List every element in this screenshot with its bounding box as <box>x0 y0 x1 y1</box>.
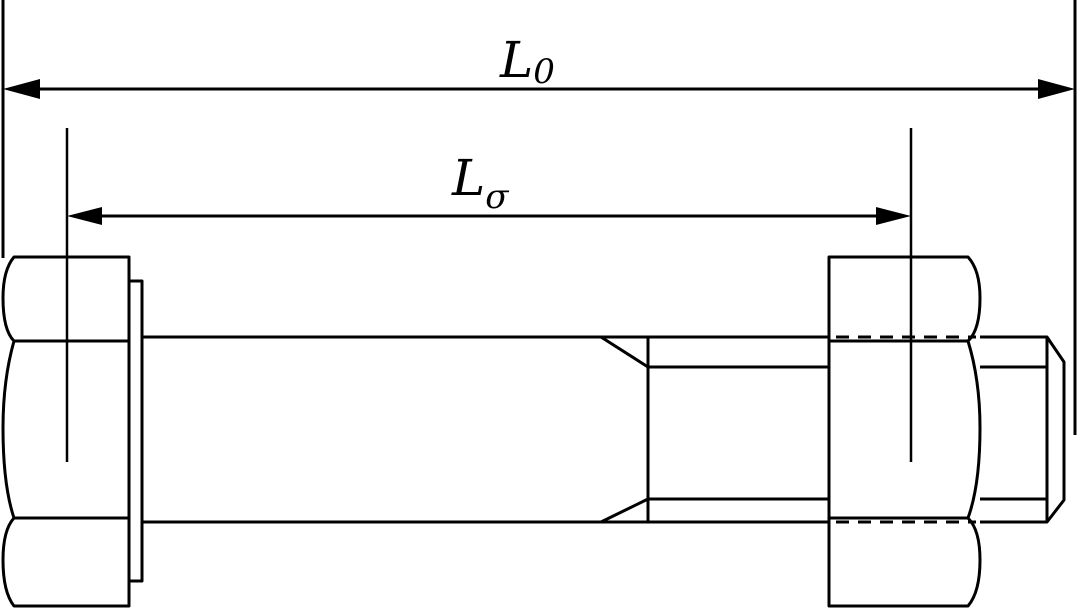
left-arrowhead-icon <box>3 79 40 99</box>
stress-length-dimension: Lσ <box>65 128 913 462</box>
stress-length-label: Lσ <box>451 149 509 217</box>
thread-runout-upper <box>600 335 649 369</box>
right-arrowhead-icon <box>1038 79 1075 99</box>
overall-length-label: L0 <box>499 31 555 92</box>
bolt-end <box>980 335 1066 524</box>
thread-runout-lower <box>600 497 649 524</box>
nut-outline <box>827 255 982 608</box>
washer <box>127 279 144 583</box>
right-inner-arrowhead-icon <box>876 207 911 225</box>
bolt-head <box>1 255 131 608</box>
bolt-shank <box>142 335 829 524</box>
bolt-end-outline <box>980 335 1066 524</box>
left-inner-arrowhead-icon <box>67 207 102 225</box>
nut <box>827 255 982 608</box>
bolt-head-outline <box>1 255 131 608</box>
overall-length-dimension: L0 <box>1 0 1077 435</box>
